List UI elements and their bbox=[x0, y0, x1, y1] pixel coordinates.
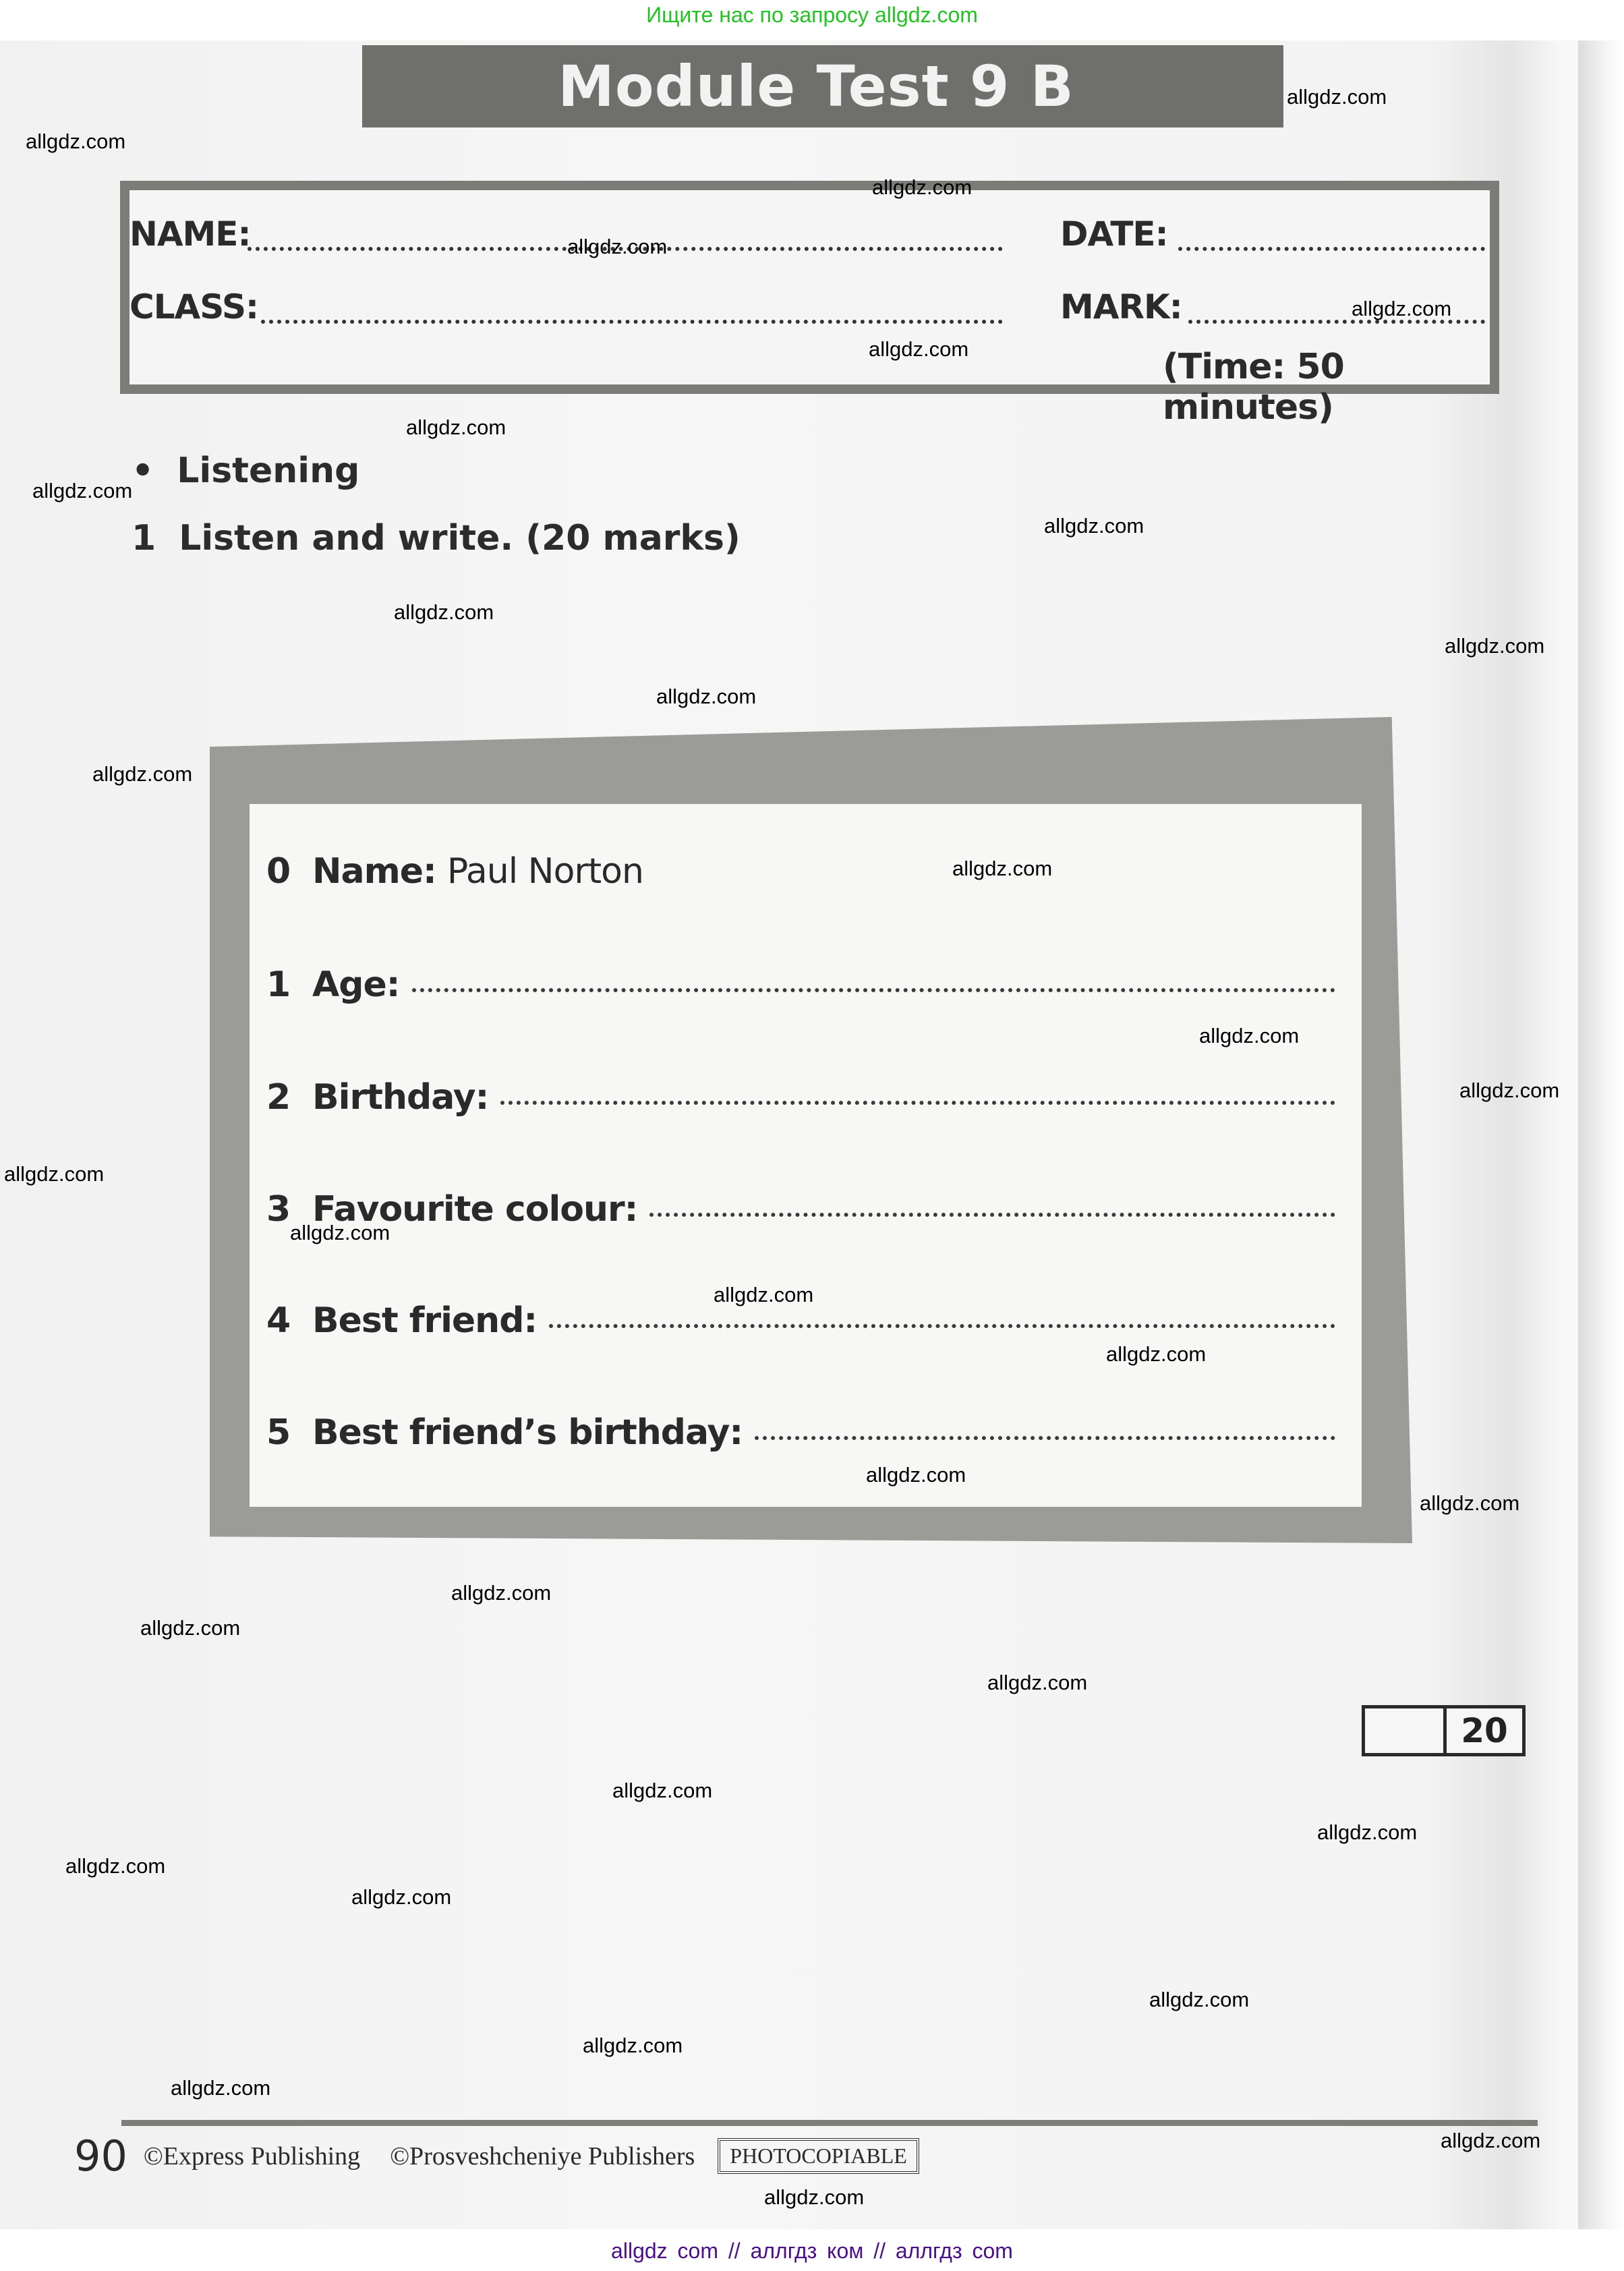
bullet-icon: • bbox=[132, 451, 154, 491]
best-friend-birthday-answer-field[interactable] bbox=[755, 1436, 1335, 1440]
top-banner: Ищите нас по запросу allgdz.com bbox=[0, 0, 1624, 39]
watermark-text: allgdz.com bbox=[290, 1221, 390, 1244]
page-edge-shadow bbox=[1578, 40, 1624, 2229]
publisher-prosveshcheniye: ©Prosveshcheniye Publishers bbox=[390, 2141, 695, 2171]
watermark-text: allgdz.com bbox=[451, 1581, 552, 1605]
watermark-text: allgdz.com bbox=[952, 857, 1053, 880]
card-item-best-friend-birthday: 5 Best friend’s birthday: bbox=[266, 1412, 1335, 1453]
item-number: 4 bbox=[266, 1300, 291, 1341]
watermark-text: allgdz.com bbox=[32, 479, 133, 502]
max-score: 20 bbox=[1461, 1711, 1508, 1750]
item-number: 3 bbox=[266, 1189, 291, 1230]
listening-card bbox=[250, 804, 1362, 1507]
date-label: DATE: bbox=[1060, 214, 1169, 254]
card-item-best-friend: 4 Best friend: bbox=[266, 1300, 1335, 1341]
student-info-box: NAME: DATE: CLASS: MARK: (Time: 50 minut… bbox=[120, 181, 1499, 428]
watermark-text: allgdz.com bbox=[1352, 297, 1452, 320]
watermark-text: allgdz.com bbox=[26, 130, 126, 153]
birthday-answer-field[interactable] bbox=[500, 1101, 1335, 1105]
item-label: Best friend: bbox=[312, 1300, 538, 1341]
watermark-text: allgdz.com bbox=[872, 175, 973, 199]
item-number: 0 bbox=[266, 851, 291, 892]
exercise-heading: 1 Listen and write. (20 marks) bbox=[132, 518, 741, 558]
photocopiable-badge: PHOTOCOPIABLE bbox=[718, 2138, 919, 2174]
age-answer-field[interactable] bbox=[411, 988, 1335, 992]
name-label: NAME: bbox=[129, 214, 251, 254]
watermark-text: allgdz.com bbox=[764, 2185, 865, 2209]
page-number: 90 bbox=[74, 2131, 127, 2181]
watermark-text: allgdz.com bbox=[4, 1162, 105, 1186]
card-item-favourite-colour: 3 Favourite colour: bbox=[266, 1189, 1335, 1230]
footer-divider bbox=[121, 2120, 1538, 2126]
date-field[interactable] bbox=[1178, 247, 1485, 251]
watermark-text: allgdz.com bbox=[406, 415, 506, 439]
watermark-text: allgdz.com bbox=[1044, 514, 1144, 538]
card-item-birthday: 2 Birthday: bbox=[266, 1077, 1335, 1118]
best-friend-answer-field[interactable] bbox=[549, 1324, 1335, 1328]
time-limit: (Time: 50 minutes) bbox=[1163, 347, 1345, 428]
watermark-text: allgdz.com bbox=[65, 1854, 166, 1878]
class-field[interactable] bbox=[261, 320, 1003, 324]
watermark-text: allgdz.com bbox=[1199, 1024, 1300, 1047]
class-label: CLASS: bbox=[129, 287, 259, 326]
score-box: 20 bbox=[1362, 1705, 1526, 1756]
watermark-text: allgdz.com bbox=[1441, 2129, 1541, 2152]
watermark-text: allgdz.com bbox=[567, 235, 668, 258]
watermark-text: allgdz.com bbox=[1149, 1988, 1250, 2011]
item-number: 2 bbox=[266, 1077, 291, 1118]
watermark-text: allgdz.com bbox=[1106, 1342, 1207, 1366]
item-label: Age: bbox=[312, 965, 401, 1005]
watermark-text: allgdz.com bbox=[1445, 634, 1545, 658]
item-label: Best friend’s birthday: bbox=[312, 1412, 743, 1453]
section-title: Listening bbox=[177, 451, 360, 491]
item-number: 1 bbox=[266, 965, 291, 1005]
watermark-text: allgdz.com bbox=[714, 1283, 814, 1306]
watermark-text: allgdz.com bbox=[140, 1616, 241, 1640]
title-bar: Module Test 9 B bbox=[362, 45, 1283, 127]
name-field[interactable] bbox=[248, 247, 1003, 251]
watermark-text: allgdz.com bbox=[1317, 1820, 1418, 1844]
watermark-text: allgdz.com bbox=[656, 685, 757, 708]
bottom-banner: allgdz com // аллгдз ком // аллгдз com bbox=[0, 2229, 1624, 2271]
top-banner-link[interactable]: Ищите нас по запросу allgdz.com bbox=[646, 3, 978, 27]
card-item-age: 1 Age: bbox=[266, 965, 1335, 1005]
item-value: Paul Norton bbox=[446, 851, 644, 892]
mark-label: MARK: bbox=[1060, 287, 1183, 326]
section-heading: • Listening bbox=[132, 451, 359, 491]
favourite-colour-answer-field[interactable] bbox=[649, 1213, 1335, 1217]
exercise-number: 1 bbox=[132, 518, 156, 558]
exercise-title: Listen and write. (20 marks) bbox=[179, 518, 741, 558]
watermark-text: allgdz.com bbox=[869, 337, 969, 361]
page-title: Module Test 9 B bbox=[558, 53, 1074, 119]
item-number: 5 bbox=[266, 1412, 291, 1453]
score-input-cell[interactable] bbox=[1365, 1708, 1447, 1753]
publisher-express: ©Express Publishing bbox=[143, 2141, 361, 2171]
watermark-text: allgdz.com bbox=[1287, 85, 1387, 109]
watermark-text: allgdz.com bbox=[351, 1885, 452, 1909]
watermark-text: allgdz.com bbox=[866, 1463, 966, 1487]
item-label: Birthday: bbox=[312, 1077, 489, 1118]
watermark-text: allgdz.com bbox=[1459, 1079, 1560, 1102]
watermark-text: allgdz.com bbox=[583, 2034, 683, 2057]
mark-field[interactable] bbox=[1188, 320, 1485, 324]
item-label: Favourite colour: bbox=[312, 1189, 638, 1230]
watermark-text: allgdz.com bbox=[92, 762, 193, 786]
card-item-name: 0 Name: Paul Norton bbox=[266, 851, 1332, 892]
watermark-text: allgdz.com bbox=[171, 2076, 271, 2100]
watermark-text: allgdz.com bbox=[394, 600, 494, 624]
watermark-text: allgdz.com bbox=[987, 1671, 1088, 1694]
watermark-text: allgdz.com bbox=[1420, 1491, 1520, 1515]
bottom-banner-link[interactable]: allgdz com // аллгдз ком // аллгдз com bbox=[611, 2239, 1013, 2263]
page-footer: 90 ©Express Publishing ©Prosveshcheniye … bbox=[74, 2131, 919, 2181]
watermark-text: allgdz.com bbox=[612, 1779, 713, 1802]
item-label: Name: bbox=[312, 851, 437, 892]
